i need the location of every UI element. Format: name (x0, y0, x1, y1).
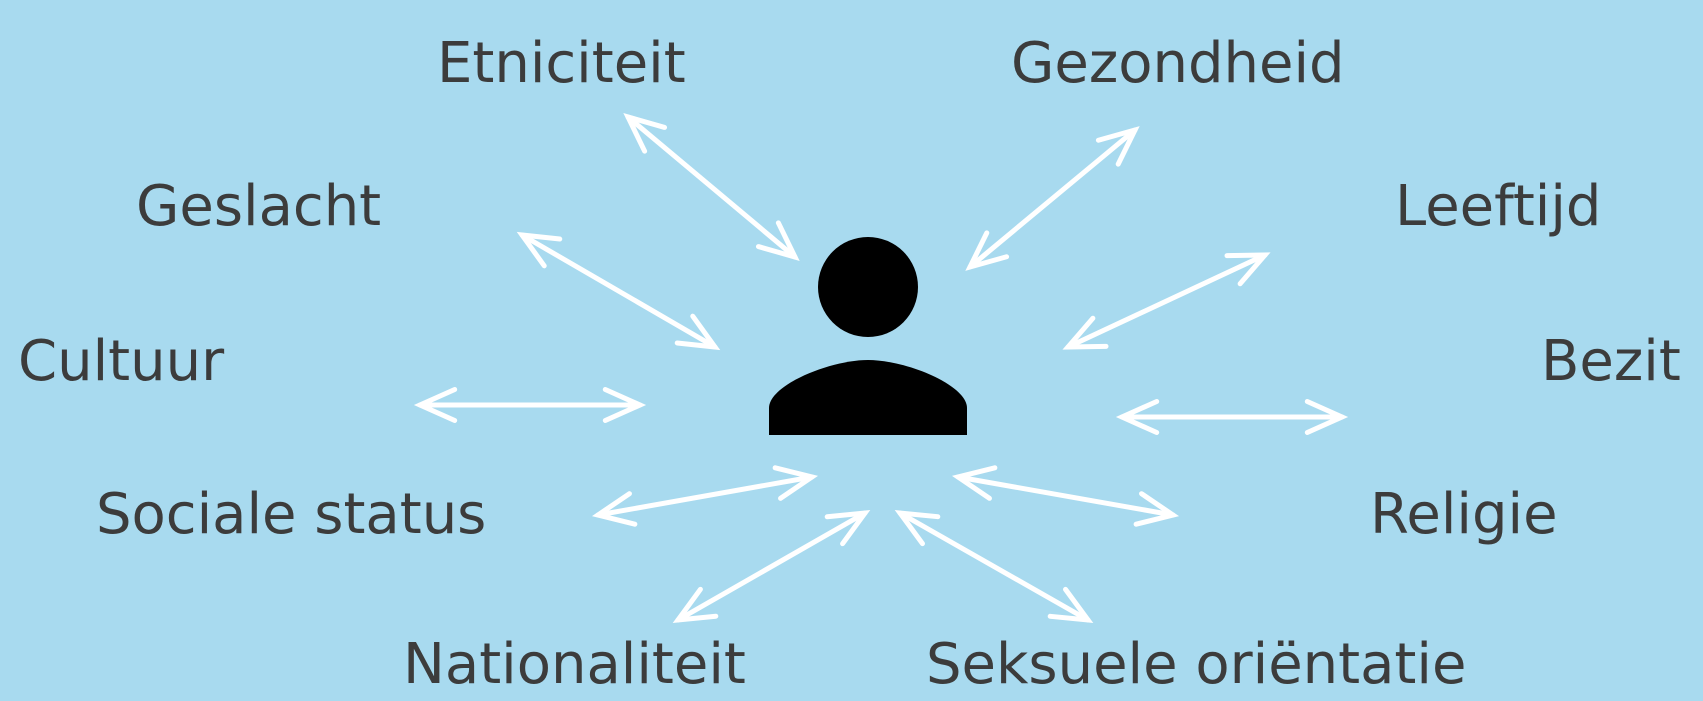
label-cultuur: Cultuur (18, 329, 225, 394)
arrow-head (894, 509, 941, 547)
arrow-head (516, 231, 563, 269)
arrow-leeftijd (1062, 252, 1271, 350)
label-bezit: Bezit (1541, 329, 1681, 394)
arrow-head (755, 220, 800, 261)
arrow-shaft (897, 510, 1091, 623)
arrow-head (623, 113, 668, 154)
label-etniciteit: Etniciteit (437, 31, 686, 96)
arrow-head (772, 465, 819, 501)
arrow-shaft (1065, 252, 1268, 350)
arrow-head (1133, 491, 1180, 527)
connector-arrows (413, 113, 1349, 624)
label-seksuele-orientatie: Seksuele oriëntatie (926, 632, 1466, 697)
arrow-shaft (675, 510, 868, 623)
arrow-head (824, 509, 871, 547)
arrow-shaft (967, 127, 1138, 270)
label-leeftijd: Leeftijd (1395, 174, 1601, 239)
arrow-head (674, 313, 721, 351)
arrow-head (1062, 315, 1109, 350)
label-geslacht: Geslacht (136, 174, 381, 239)
arrow-head (951, 465, 998, 501)
person-icon (769, 237, 967, 435)
label-religie: Religie (1370, 482, 1558, 547)
arrow-bezit (1115, 399, 1349, 435)
arrow-cultuur (413, 387, 647, 423)
arrow-head (1095, 126, 1140, 167)
person-body (769, 360, 967, 435)
arrow-shaft (625, 114, 798, 260)
arrow-head (1047, 586, 1094, 624)
arrow-nationaliteit (672, 509, 871, 624)
arrow-head (1115, 399, 1160, 435)
person-head (818, 237, 918, 337)
arrow-head (965, 230, 1010, 271)
arrow-seksuele-orientatie (894, 509, 1094, 624)
arrow-religie (951, 465, 1180, 527)
arrow-sociale-status (591, 465, 819, 527)
arrow-head (672, 586, 719, 624)
arrow-head (1224, 252, 1271, 287)
label-gezondheid: Gezondheid (1011, 31, 1345, 96)
arrow-head (591, 491, 638, 527)
arrow-head (602, 387, 647, 423)
arrow-shaft (519, 232, 718, 350)
arrow-head (1304, 399, 1349, 435)
arrow-geslacht (516, 231, 721, 351)
arrow-head (413, 387, 458, 423)
arrow-gezondheid (965, 126, 1140, 271)
arrow-shaft (595, 474, 815, 518)
arrow-etniciteit (623, 113, 800, 261)
label-nationaliteit: Nationaliteit (403, 632, 746, 697)
arrow-shaft (955, 474, 1176, 518)
label-sociale-status: Sociale status (96, 482, 486, 547)
